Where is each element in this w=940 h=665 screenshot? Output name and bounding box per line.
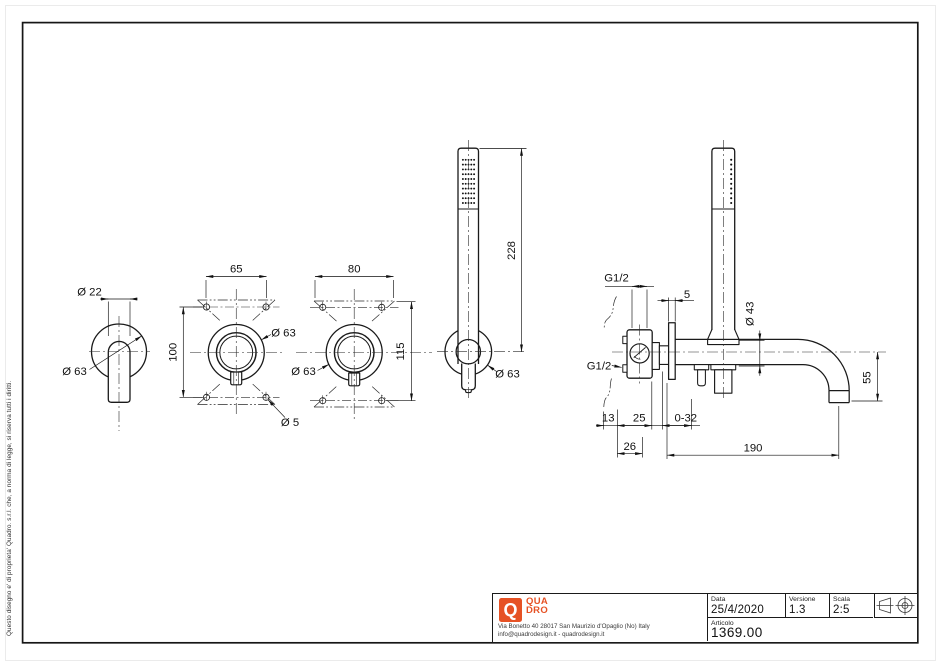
spray-face-dots-side — [730, 158, 733, 205]
sheet-frame — [21, 21, 919, 644]
title-block: Q QUA DRO Via Bonetto 40 28017 San Mauri… — [492, 593, 918, 643]
dim-label: Ø 43 — [745, 302, 757, 327]
articolo-value: 1369.00 — [711, 625, 763, 640]
articolo-cell: Articolo 1369.00 — [707, 618, 917, 641]
dim-label: G1/2 — [604, 273, 629, 285]
quadro-logo-icon: Q — [499, 598, 522, 622]
spray-face-dots — [461, 158, 476, 204]
dim-label: Ø 63 — [291, 366, 316, 378]
dim-label: Ø 63 — [62, 366, 87, 378]
dim-label: Ø 63 — [271, 328, 296, 340]
page-edge — [5, 5, 936, 661]
logo-word-bottom: DRO — [526, 604, 549, 616]
dim-label: 0-32 — [674, 412, 697, 424]
view-mixer-65x100: 65 100 Ø 63 Ø 5 — [168, 264, 300, 429]
data-cell: Data 25/4/2020 — [707, 594, 785, 618]
dim-label: 26 — [624, 441, 637, 453]
data-value: 25/4/2020 — [711, 604, 764, 616]
dim-label: Ø 63 — [495, 368, 520, 380]
logo-letter: Q — [503, 600, 518, 620]
scala-label: Scala — [833, 595, 851, 603]
address-line-1: Via Bonetto 40 28017 San Maurizio d'Opag… — [498, 623, 650, 630]
dim-label: 80 — [348, 264, 361, 276]
projection-cell — [873, 594, 917, 618]
dim-label: 228 — [506, 241, 518, 260]
dim-label: 100 — [168, 343, 180, 362]
address-line-2: info@quadrodesign.it - quadrodesign.it — [498, 630, 605, 638]
data-label: Data — [711, 595, 726, 603]
scala-cell: Scala 2:5 — [829, 594, 873, 618]
view-side-section: G1/2 5 G1/2 Ø 43 55 13 25 0-32 26 190 — [587, 140, 886, 459]
dim-label: 115 — [395, 342, 407, 360]
logo-word-top: QUA — [526, 596, 549, 607]
versione-cell: Versione 1.3 — [785, 594, 829, 618]
view-handle-front: Ø 22 Ø 63 — [62, 286, 150, 431]
dim-label: Ø 22 — [77, 286, 102, 298]
articolo-label: Articolo — [711, 619, 734, 627]
view-handshower-front: 228 Ø 63 — [437, 140, 527, 401]
logo-cell: Q QUA DRO Via Bonetto 40 28017 San Mauri… — [493, 594, 707, 641]
dim-label: 55 — [862, 371, 874, 384]
dim-label: G1/2 — [587, 360, 612, 372]
dim-label: 25 — [633, 412, 646, 424]
first-angle-projection-icon — [876, 596, 914, 615]
scala-value: 2:5 — [833, 604, 850, 616]
dim-label: Ø 5 — [281, 417, 299, 429]
ownership-note: Questo disegno e' di proprieta' Quadro. … — [6, 380, 13, 636]
view-mixer-80x115: 80 115 Ø 63 — [291, 264, 432, 420]
dim-label: 5 — [684, 289, 690, 301]
versione-label: Versione — [789, 595, 816, 603]
versione-value: 1.3 — [789, 604, 806, 616]
dim-label: 190 — [744, 443, 763, 455]
dim-label: 13 — [602, 412, 615, 424]
logo-wordmark: QUA DRO — [526, 596, 549, 616]
company-address: Via Bonetto 40 28017 San Maurizio d'Opag… — [498, 623, 650, 638]
dim-label: 65 — [230, 264, 243, 276]
